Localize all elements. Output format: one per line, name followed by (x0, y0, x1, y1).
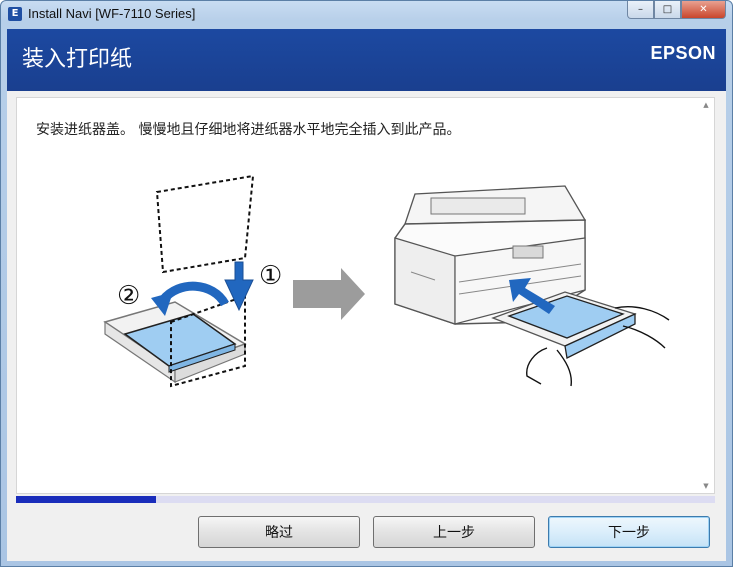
cover-outline-top (155, 174, 255, 274)
maximize-button[interactable]: □ (654, 1, 681, 19)
epson-logo: EPSON (650, 43, 716, 63)
back-button[interactable]: 上一步 (373, 516, 535, 548)
step-2-label: ② (117, 281, 140, 311)
cassette-with-cover-drawing (103, 174, 255, 388)
minimize-button[interactable]: – (627, 1, 654, 19)
window-controls: – □ ✕ (627, 1, 726, 19)
arrow-down-icon (224, 261, 254, 312)
step-1-label: ① (259, 261, 282, 291)
close-button[interactable]: ✕ (681, 1, 726, 19)
next-button[interactable]: 下一步 (548, 516, 710, 548)
printer-drawing (394, 185, 670, 387)
progress-fill (16, 496, 156, 503)
epson-app-icon: E (8, 7, 22, 21)
content-panel[interactable]: 安装进纸器盖。 慢慢地且仔细地将进纸器水平地完全插入到此产品。 ▲ ▼ (16, 97, 715, 494)
page-header: 装入打印纸 EPSON (7, 29, 726, 91)
page-title: 装入打印纸 (22, 47, 133, 72)
printer-screen (512, 245, 544, 259)
skip-button[interactable]: 略过 (198, 516, 360, 548)
instruction-text: 安装进纸器盖。 慢慢地且仔细地将进纸器水平地完全插入到此产品。 (36, 122, 461, 138)
left-hand-icon (526, 347, 572, 387)
insert-arrow-icon (509, 278, 555, 314)
client-area: 装入打印纸 EPSON 安装进纸器盖。 慢慢地且仔细地将进纸器水平地完全插入到此… (7, 29, 726, 561)
window-title: Install Navi [WF-7110 Series] (28, 6, 196, 21)
curved-arrow-icon (159, 281, 229, 307)
load-paper-illustration: ① ② (103, 174, 670, 388)
progress-bar (16, 496, 715, 503)
title-bar[interactable]: E Install Navi [WF-7110 Series] – □ ✕ (1, 1, 732, 29)
right-arrow-icon (293, 268, 365, 320)
scroll-down-icon[interactable]: ▼ (703, 482, 709, 490)
scroll-up-icon[interactable]: ▲ (703, 101, 709, 109)
right-hand-icon (614, 306, 670, 349)
